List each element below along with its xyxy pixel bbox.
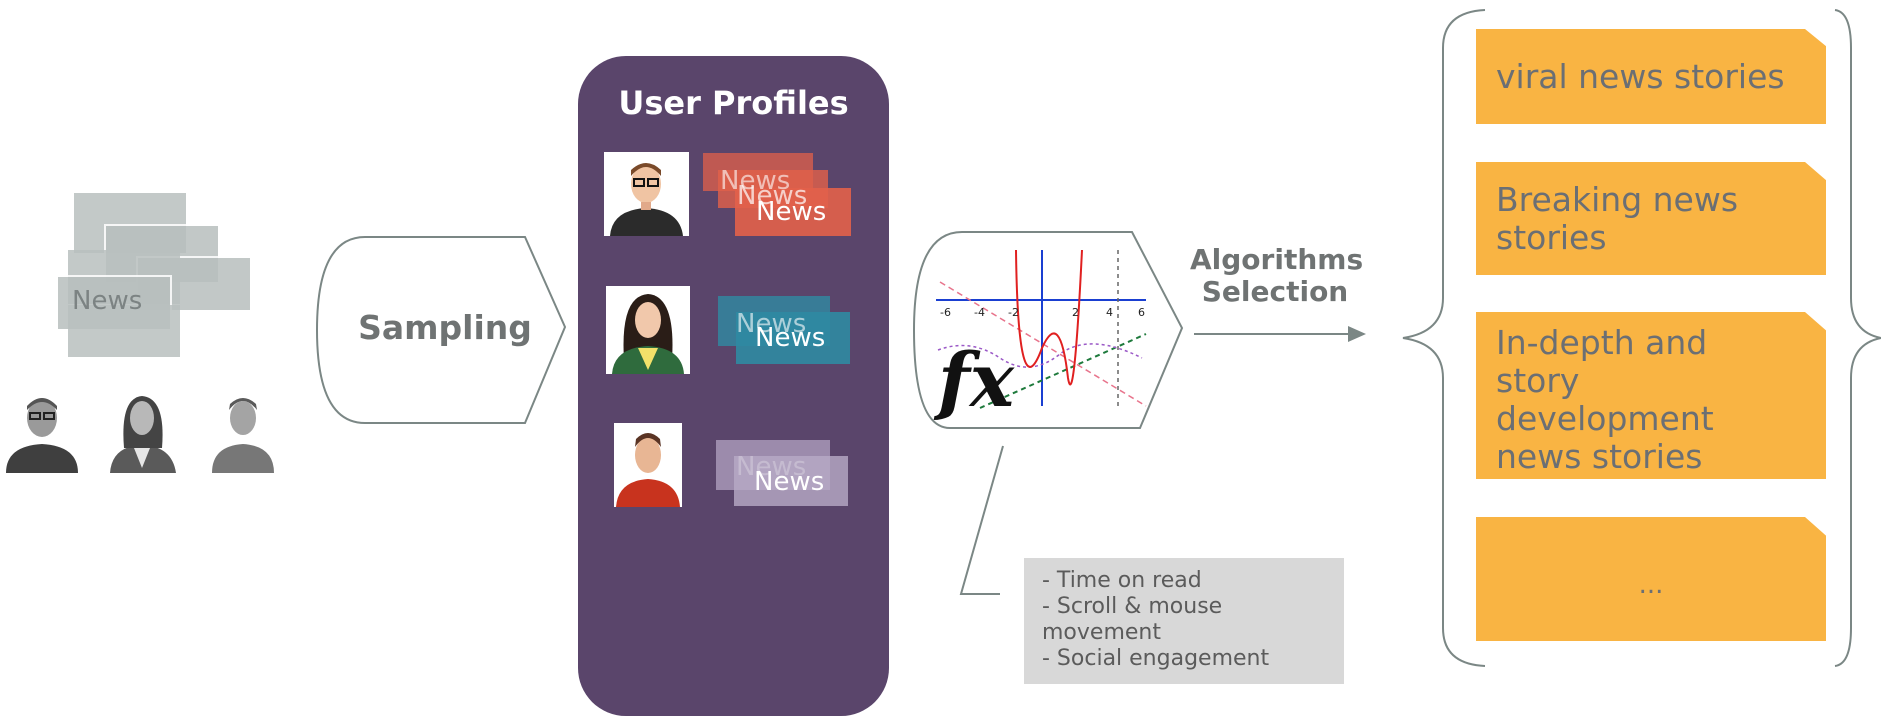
category-card	[1476, 162, 1826, 275]
category-card	[1476, 312, 1826, 479]
profile-avatar	[614, 423, 682, 507]
category-label: ...	[1638, 570, 1664, 600]
news-card	[736, 312, 850, 364]
algorithms-arrow	[1194, 326, 1366, 342]
algorithms-label: Algorithms Selection	[1190, 243, 1364, 308]
x-tick-label: 6	[1138, 306, 1145, 319]
profile-news-label: News	[736, 452, 807, 482]
source-users	[6, 396, 274, 473]
x-tick-label: -4	[974, 306, 985, 319]
metrics-callout-line	[959, 445, 1004, 595]
metrics-box	[1024, 558, 1344, 684]
profile-news-label: News	[756, 197, 827, 227]
woman-icon	[612, 294, 684, 374]
user-avatar-icon	[6, 398, 78, 473]
profile-news-label: News	[736, 309, 807, 339]
category-label: In-depth and story development news stor…	[1496, 323, 1714, 476]
source-news-label: News	[72, 286, 143, 316]
profile-news-label: News	[755, 323, 826, 353]
category-card	[1476, 29, 1826, 124]
man-icon	[616, 433, 680, 507]
profile-avatar	[604, 152, 689, 236]
profile-news-label: News	[720, 166, 791, 196]
metrics-text: - Time on read - Scroll & mouse movement…	[1042, 568, 1270, 671]
news-card	[735, 188, 851, 236]
profile-news-label: News	[754, 467, 825, 497]
sampling-shape	[315, 236, 567, 424]
news-card	[734, 456, 848, 506]
user-avatar-icon	[212, 398, 274, 473]
fx-label: fx	[933, 338, 1015, 424]
user-avatar-icon	[110, 396, 176, 473]
category-label: Breaking news stories	[1496, 180, 1739, 257]
profile-avatar	[606, 286, 690, 374]
category-card	[1476, 517, 1826, 641]
news-card	[68, 305, 180, 357]
category-bracket	[1402, 9, 1881, 667]
x-tick-label: -2	[1008, 306, 1019, 319]
sampling-label: Sampling	[358, 308, 532, 347]
x-tick-label: 2	[1072, 306, 1079, 319]
user-profiles-title: User Profiles	[618, 84, 849, 122]
x-tick-label: -6	[940, 306, 951, 319]
man-glasses-icon	[610, 163, 683, 236]
profile-news-label: News	[737, 181, 808, 211]
category-label: viral news stories	[1496, 57, 1785, 96]
x-tick-label: 4	[1106, 306, 1113, 319]
function-graph: -6 -4 -2 2 4 6 fx	[912, 231, 1184, 429]
